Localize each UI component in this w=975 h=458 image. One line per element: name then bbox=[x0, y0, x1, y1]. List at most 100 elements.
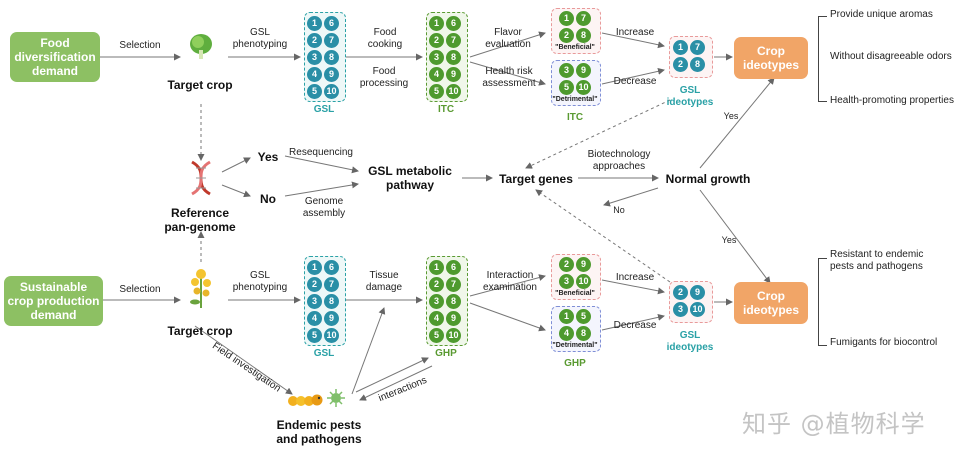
pathogen-icon bbox=[326, 388, 346, 408]
ghp-label-right: GHP bbox=[564, 358, 586, 369]
normal-growth-label: Normal growth bbox=[665, 172, 751, 186]
detrimental-top-badge: 5 bbox=[559, 80, 574, 95]
detrimental-top-badge: 9 bbox=[576, 63, 591, 78]
gsl-top-badge: 8 bbox=[324, 50, 339, 65]
selection-label-bottom: Selection bbox=[119, 284, 161, 295]
gsl-metabolic-pathway-label: GSL metabolic pathway bbox=[368, 164, 452, 192]
detrimental-top-badge: 10 bbox=[576, 80, 591, 95]
detrimental-label-top: "Detrimental" bbox=[552, 96, 598, 103]
gsl-bottom-badge: 3 bbox=[307, 294, 322, 309]
arrow-pests-to-ghp bbox=[355, 357, 429, 393]
interaction-examination-label: Interaction examination bbox=[483, 270, 537, 293]
arrow-decrease-bottom bbox=[601, 313, 665, 331]
ghp-badge: 6 bbox=[446, 260, 461, 275]
decrease-label-bottom: Decrease bbox=[613, 320, 657, 331]
itc-badge: 7 bbox=[446, 33, 461, 48]
ghp-badge: 2 bbox=[429, 277, 444, 292]
detrimental-label-bottom: "Detrimental" bbox=[552, 342, 598, 349]
gsl-top-badge: 10 bbox=[324, 84, 339, 99]
resequencing-label: Resequencing bbox=[289, 147, 353, 158]
increase-label-top: Increase bbox=[615, 27, 655, 38]
beneficial-label-bottom: "Beneficial" bbox=[555, 290, 595, 297]
yes-label: Yes bbox=[257, 150, 279, 164]
target-crop-label-top: Target crop bbox=[167, 78, 233, 92]
arrow-pests-to-gsl bbox=[351, 307, 386, 395]
gsl-top-badge: 5 bbox=[307, 84, 322, 99]
gsl-top-badge: 1 bbox=[307, 16, 322, 31]
caterpillar-icon bbox=[288, 392, 324, 408]
beneficial-top-badge: 8 bbox=[576, 28, 591, 43]
gsl-top-badge: 6 bbox=[324, 16, 339, 31]
arrow-normal-no-back bbox=[603, 187, 659, 207]
ghp-badge: 4 bbox=[429, 311, 444, 326]
detrimental-bottom-badge: 5 bbox=[576, 309, 591, 324]
outcome-no-odors: Without disagreeable odors bbox=[830, 51, 952, 62]
arrow-ghp-to-pests bbox=[359, 365, 433, 401]
itc-badge: 1 bbox=[429, 16, 444, 31]
arrow-ref-to-yes bbox=[221, 157, 251, 173]
ideotype-top-badge: 7 bbox=[690, 40, 705, 55]
arrow-ghp-to-beneficial bbox=[469, 274, 546, 297]
food-processing-label: Food processing bbox=[359, 66, 409, 89]
yes-bottom-label: Yes bbox=[721, 235, 737, 245]
gsl-bottom-badge: 10 bbox=[324, 328, 339, 343]
ghp-badge: 1 bbox=[429, 260, 444, 275]
outcome-resistant: Resistant to endemic pests and pathogens bbox=[830, 249, 924, 272]
arrow-itc-to-beneficial bbox=[469, 31, 546, 58]
ghp-badge: 10 bbox=[446, 328, 461, 343]
crop-ideotypes-box-bottom: Crop ideotypes bbox=[734, 282, 808, 324]
genome-assembly-label: Genome assembly bbox=[302, 196, 346, 219]
yes-top-label: Yes bbox=[723, 111, 739, 121]
ideotype-top-badge: 2 bbox=[673, 57, 688, 72]
gsl-phenotyping-label-bottom: GSL phenotyping bbox=[232, 270, 288, 293]
arrow-increase-bottom bbox=[601, 279, 665, 295]
detrimental-bottom-badge: 4 bbox=[559, 326, 574, 341]
gsl-bottom-badge: 2 bbox=[307, 277, 322, 292]
gsl-ideotypes-label-top: GSL ideotypes bbox=[666, 85, 714, 108]
beneficial-top-badge: 7 bbox=[576, 11, 591, 26]
food-diversification-box: Food diversification demand bbox=[10, 32, 100, 82]
arrow-itc-to-detrimental bbox=[469, 61, 546, 86]
gsl-top-badge: 9 bbox=[324, 67, 339, 82]
detrimental-bottom-badge: 1 bbox=[559, 309, 574, 324]
ghp-badge: 8 bbox=[446, 294, 461, 309]
itc-badge: 3 bbox=[429, 50, 444, 65]
outcomes-bracket-bottom bbox=[818, 258, 827, 346]
itc-label-right: ITC bbox=[566, 112, 584, 123]
arrow-normal-yes-up bbox=[699, 77, 775, 169]
itc-badge: 4 bbox=[429, 67, 444, 82]
gsl-bottom-badge: 4 bbox=[307, 311, 322, 326]
gsl-phenotyping-label-top: GSL phenotyping bbox=[232, 27, 288, 50]
arrow-normal-yes-down bbox=[699, 189, 771, 284]
gsl-label-bottom: GSL bbox=[313, 348, 335, 359]
outcome-fumigants: Fumigants for biocontrol bbox=[830, 337, 938, 348]
itc-label: ITC bbox=[437, 104, 455, 115]
watermark: 知乎 @植物科学 bbox=[742, 410, 926, 438]
ghp-label: GHP bbox=[435, 348, 457, 359]
gsl-bottom-badge: 5 bbox=[307, 328, 322, 343]
itc-badge: 10 bbox=[446, 84, 461, 99]
flowering-crop-icon bbox=[186, 266, 216, 308]
no-small-label: No bbox=[613, 205, 625, 215]
reference-pan-genome-label: Reference pan-genome bbox=[164, 206, 236, 234]
itc-badge: 5 bbox=[429, 84, 444, 99]
itc-badge: 8 bbox=[446, 50, 461, 65]
beneficial-bottom-badge: 9 bbox=[576, 257, 591, 272]
ghp-badge: 3 bbox=[429, 294, 444, 309]
beneficial-top-badge: 2 bbox=[559, 28, 574, 43]
tissue-damage-label: Tissue damage bbox=[365, 270, 403, 293]
no-label: No bbox=[260, 192, 276, 206]
itc-badge: 2 bbox=[429, 33, 444, 48]
arrow-ideo-top-to-genes bbox=[525, 99, 671, 169]
health-risk-label: Health risk assessment bbox=[482, 66, 536, 89]
gsl-top-badge: 2 bbox=[307, 33, 322, 48]
outcome-health: Health-promoting properties bbox=[830, 95, 954, 106]
beneficial-bottom-badge: 3 bbox=[559, 274, 574, 289]
beneficial-bottom-badge: 2 bbox=[559, 257, 574, 272]
ideotype-bottom-badge: 2 bbox=[673, 285, 688, 300]
outcome-aroma: Provide unique aromas bbox=[830, 9, 933, 20]
target-crop-label-bottom: Target crop bbox=[167, 324, 233, 338]
gsl-top-badge: 7 bbox=[324, 33, 339, 48]
gsl-bottom-badge: 6 bbox=[324, 260, 339, 275]
arrow-field-investigation bbox=[194, 325, 293, 395]
